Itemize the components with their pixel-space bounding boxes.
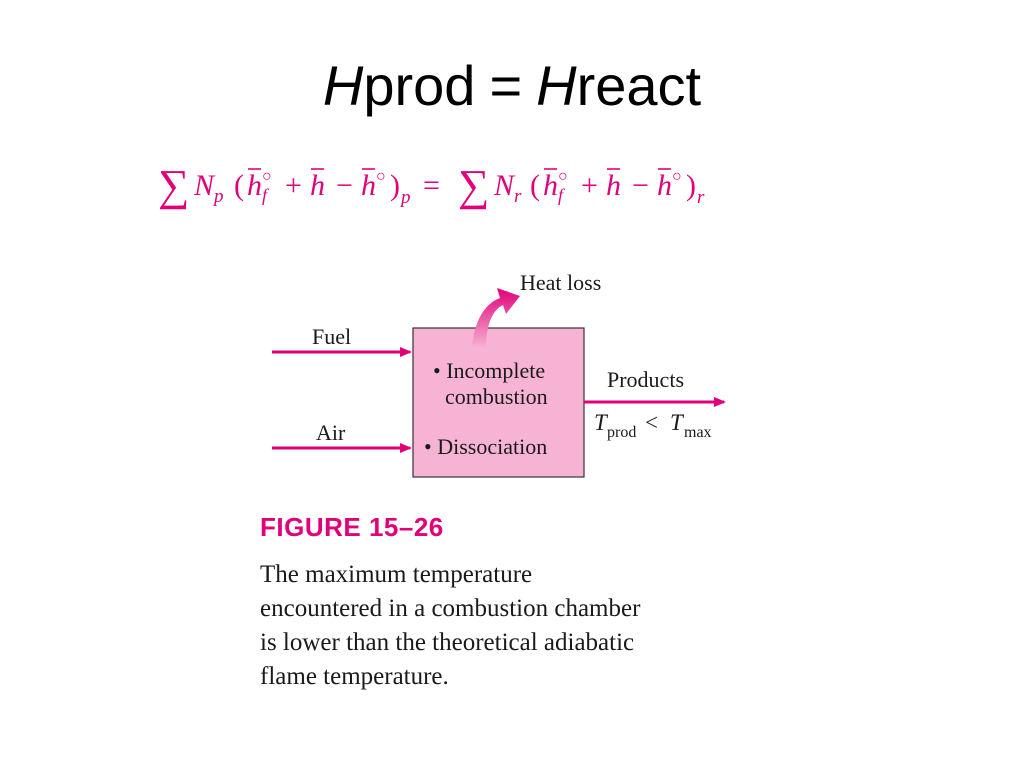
eq-h0-right: h — [657, 169, 672, 202]
eq-sub-f: f — [262, 185, 270, 205]
combustion-chamber-box — [412, 327, 585, 478]
figure-caption: The maximum temperature encountered in a… — [260, 558, 780, 694]
eq-paren-open-left: ( — [234, 169, 244, 202]
box-item-combustion: combustion — [445, 384, 548, 409]
eq-deg: ○ — [376, 168, 386, 185]
energy-balance-equation: ∑ Np ( h ○ f + h − h ○ ) p = ∑ Nr ( h ○ … — [158, 161, 705, 210]
eq-deg: ○ — [262, 168, 272, 185]
eq-h0-left: h — [361, 169, 376, 202]
eq-np: Np — [193, 169, 224, 207]
caption-line: The maximum temperature — [260, 561, 533, 588]
t-prod-symbol: T — [594, 410, 609, 435]
figure-label: FIGURE 15–26 — [260, 512, 444, 542]
fuel-label: Fuel — [312, 324, 351, 349]
less-than: < — [645, 410, 658, 435]
t-prod-sub: prod — [607, 424, 636, 441]
eq-sub-p: p — [399, 187, 411, 208]
eq-sum-right: ∑ — [458, 161, 489, 210]
slide-title: Hprod=Hreact — [0, 58, 1024, 114]
eq-hf-left: h — [247, 169, 262, 202]
eq-h-left: h — [310, 169, 325, 202]
title-lhs-sub: prod — [363, 54, 476, 117]
eq-minus-left: − — [336, 169, 353, 202]
eq-deg: ○ — [558, 168, 568, 185]
title-rhs-sub: react — [576, 54, 702, 117]
t-max-sub: max — [684, 424, 712, 441]
eq-sub-f: f — [558, 185, 566, 205]
products-label: Products — [607, 367, 684, 392]
caption-line: encountered in a combustion chamber — [260, 595, 641, 622]
heat-loss-label: Heat loss — [520, 270, 601, 295]
eq-plus-right: + — [581, 169, 598, 202]
eq-plus-left: + — [285, 169, 302, 202]
eq-sum-left: ∑ — [158, 161, 189, 210]
eq-paren-open-right: ( — [530, 169, 540, 202]
eq-equals: = — [423, 169, 440, 202]
eq-hf-right: h — [543, 169, 558, 202]
t-max-symbol: T — [670, 410, 685, 435]
box-item-incomplete: • Incomplete — [433, 358, 545, 383]
caption-line: is lower than the theoretical adiabatic — [260, 629, 635, 656]
box-item-dissociation: • Dissociation — [424, 434, 547, 459]
eq-paren-close-left: ) — [390, 169, 400, 202]
title-rhs-symbol: H — [536, 54, 577, 117]
eq-h-right: h — [606, 169, 621, 202]
eq-paren-close-right: ) — [686, 169, 696, 202]
caption-line: flame temperature. — [260, 663, 449, 690]
eq-sub-r: r — [697, 187, 705, 208]
air-label: Air — [316, 420, 346, 445]
title-lhs-symbol: H — [322, 54, 364, 117]
heat-loss-arrow — [472, 288, 520, 348]
eq-nr: Nr — [493, 169, 522, 207]
eq-minus-right: − — [632, 169, 649, 202]
title-equals: = — [489, 54, 523, 117]
eq-deg: ○ — [672, 168, 682, 185]
